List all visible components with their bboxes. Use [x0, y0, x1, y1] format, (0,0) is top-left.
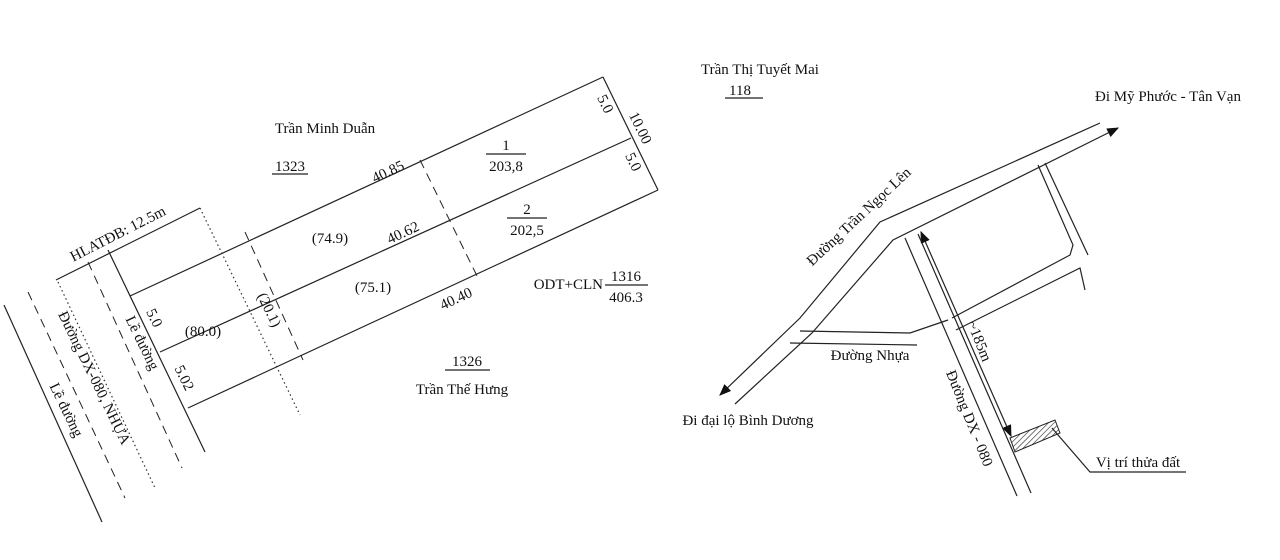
plot-west-edge [107, 249, 206, 453]
parcel-ne: 118 [729, 83, 751, 99]
road-edge-line [57, 281, 156, 489]
road-asphalt-label: Đường Nhựa [831, 348, 910, 364]
main-road-south-edge [734, 127, 1120, 405]
road-main-label: Đường Trần Ngọc Lên [804, 164, 915, 269]
dim-left-top: 5.0 [142, 306, 165, 330]
plot-north-edge [129, 76, 604, 297]
area-80-0: (80.0) [185, 324, 221, 340]
owner-north: Trần Minh Duẫn [275, 121, 376, 137]
lot1-area: 203,8 [489, 159, 523, 175]
location-leader [1051, 427, 1186, 473]
area-75-1: (75.1) [355, 280, 391, 296]
lot2-no: 2 [523, 202, 531, 218]
lot1-no: 1 [502, 138, 510, 154]
asphalt-road-south-edge [789, 342, 918, 346]
asphalt-road-north-edge [799, 319, 949, 334]
location-map: Đi Mỹ Phước - Tân Vạn Đi đại lộ Bình Dươ… [682, 89, 1241, 497]
road-outer-edge [3, 304, 103, 523]
dim-right-total: 10.00 [625, 110, 654, 147]
road-center-line [27, 291, 126, 499]
distance-arrow [920, 230, 1012, 438]
plot-east-edge [602, 76, 659, 191]
parcel-total-area: 406.3 [609, 290, 643, 306]
parcel-south: 1326 [452, 354, 483, 370]
side-road-west-edge [951, 164, 1074, 319]
dim-right-bottom: 5.0 [621, 150, 644, 174]
distance-label: ~185m [963, 319, 994, 365]
to-ne-label: Đi Mỹ Phước - Tân Vạn [1095, 89, 1241, 105]
curb-line [87, 261, 183, 469]
setback-line [419, 159, 479, 279]
land-use: ODT+CLN [534, 277, 603, 293]
parcel-north: 1323 [275, 159, 305, 175]
dim-mid: 40.62 [385, 219, 422, 248]
parcel-total-no: 1316 [611, 269, 642, 285]
owner-south: Trần Thế Hưng [416, 382, 509, 398]
owner-ne: Trần Thị Tuyết Mai [701, 62, 819, 78]
parcel-location-hatch [1009, 419, 1061, 453]
plot-south-edge [187, 189, 659, 409]
hlatdb-dashed-line [244, 231, 304, 361]
dim-right-top: 5.0 [593, 92, 616, 116]
location-label: Vị trí thửa đất [1096, 455, 1181, 471]
area-20-1: (20.1) [253, 290, 283, 330]
hlatdb-label: HLATĐB: 12.5m [68, 203, 169, 265]
land-plot: HLATĐB: 12.5m Trần Minh Duẫn 1323 Trần T… [3, 62, 819, 523]
side-road-south-edge [955, 267, 1086, 331]
main-road-north-edge [719, 122, 1101, 396]
dx-road-west-edge [904, 237, 1018, 497]
plot-divider [159, 137, 632, 353]
side-road-east-edge [1044, 162, 1089, 256]
dim-top: 40.85 [370, 158, 407, 187]
to-sw-label: Đi đại lộ Bình Dương [682, 413, 814, 429]
lot2-area: 202,5 [510, 223, 544, 239]
hlatdb-line [55, 207, 201, 281]
area-74-9: (74.9) [312, 231, 348, 247]
